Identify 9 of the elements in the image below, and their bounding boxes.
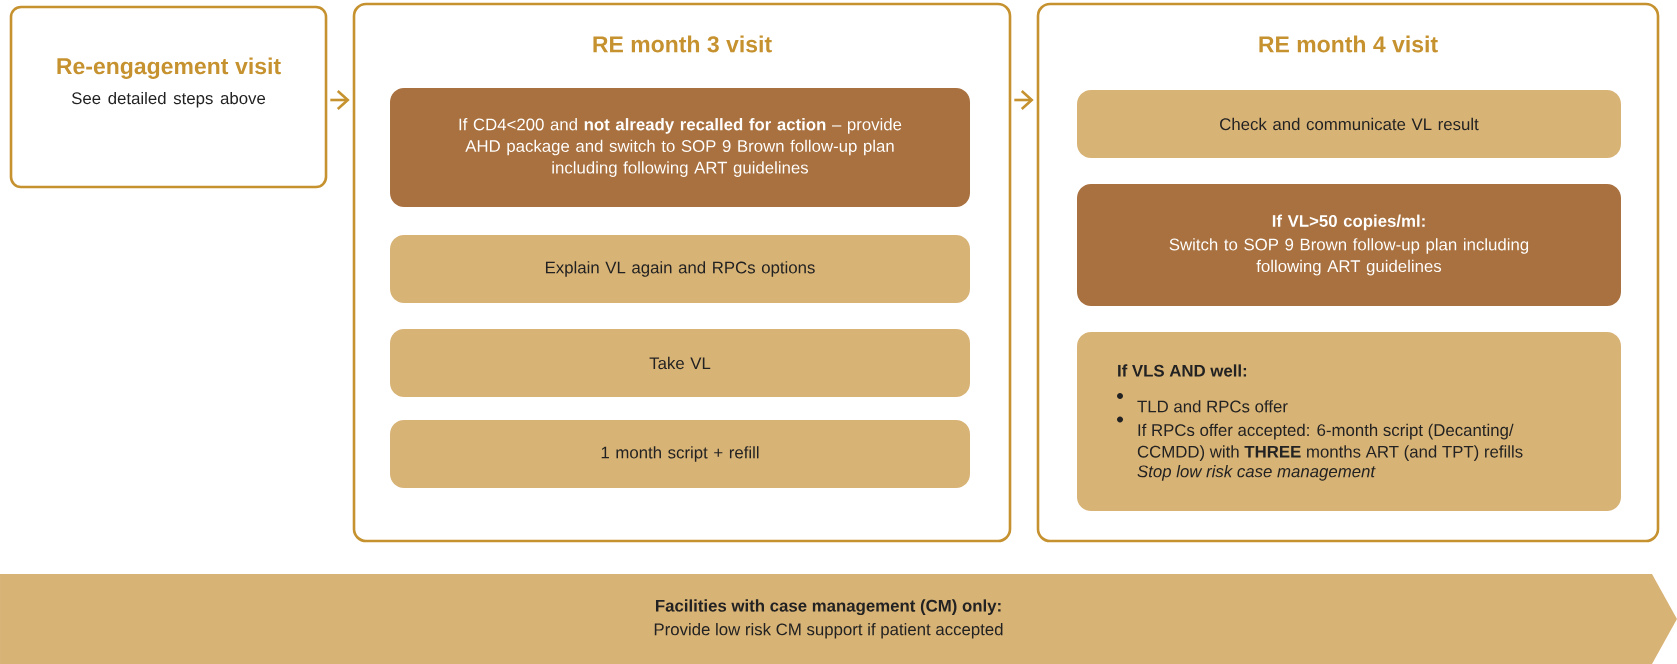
step-box: 1 month script + refill — [390, 420, 970, 488]
step-box: If VLS AND well: TLD and RPCs offer If RPCs offer accepted: 6-month script (Decanting/ CCMDD) with THREE months ART (and TPT) refills Stop low risk case management — [1077, 332, 1621, 511]
step-box: Explain VL again and RPCs options — [390, 235, 970, 303]
step-box: Check and communicate VL result — [1077, 90, 1621, 158]
step-box: Take VL — [390, 329, 970, 397]
action-box: If CD4<200 and not already recalled for action – provide AHD package and switch to SOP 9 Brown follow-up plan including following ART guidelines — [390, 88, 970, 207]
visit-box: Re-engagement visit See detailed steps above — [9, 5, 328, 189]
chevron-band: Facilities with case management (CM) only: Provide low risk CM support if patient accepted — [0, 574, 1677, 664]
action-box: If VL>50 copies/ml: Switch to SOP 9 Brown follow-up plan including following ART guidelines — [1077, 184, 1621, 306]
